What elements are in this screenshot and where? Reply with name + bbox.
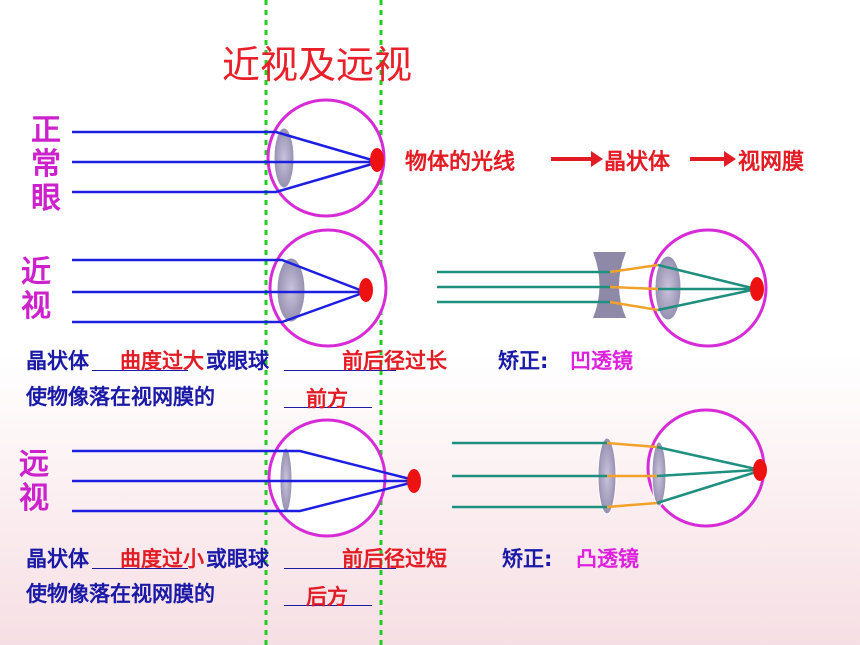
- myopia-correction-label: 矫正:: [498, 349, 549, 373]
- hyperopia-line1-mid: 或眼球: [206, 547, 269, 571]
- myopia-corrected-diagram: [437, 228, 768, 348]
- label-myopia: 近 视: [18, 256, 54, 324]
- label-char: 正: [31, 113, 61, 148]
- myopia-answer-position: 前方: [306, 387, 348, 411]
- answer-blank: [284, 605, 372, 606]
- hyperopia-eye-diagram: [72, 418, 421, 538]
- hyperopia-line2-prefix: 使物像落在视网膜的: [26, 582, 215, 606]
- page-title: 近视及远视: [222, 43, 413, 87]
- label-char: 视: [21, 289, 51, 324]
- label-char: 近: [21, 255, 51, 290]
- diverged-rays: [609, 263, 659, 312]
- incoming-rays-convex: [452, 441, 607, 509]
- label-char: 远: [19, 447, 49, 482]
- hyperopia-answer-axial: 前后径过短: [342, 547, 447, 571]
- hyperopia-correction-value: 凸透镜: [576, 547, 639, 571]
- answer-blank: [284, 568, 396, 569]
- hyperopia-rays: [72, 449, 411, 513]
- myopia-eye-diagram: [72, 228, 388, 348]
- myopia-answer-axial: 前后径过长: [342, 349, 447, 373]
- myopia-line1-mid: 或眼球: [206, 349, 269, 373]
- normal-rays: [72, 130, 373, 194]
- hyperopia-corrected-focus-dot: [753, 459, 767, 481]
- hyperopia-correction-label: 矫正:: [502, 547, 553, 571]
- flow-arrow-icon: [690, 151, 736, 167]
- label-char: 常: [31, 147, 61, 182]
- normal-lens: [273, 127, 295, 189]
- flow-step-lens: 晶状体: [604, 150, 671, 175]
- hyperopia-line1-prefix: 晶状体: [26, 547, 89, 571]
- answer-blank: [92, 568, 188, 569]
- hyperopia-answer-position: 后方: [306, 585, 348, 609]
- label-normal-eye: 正 常 眼: [28, 114, 64, 216]
- normal-focus-dot: [370, 148, 384, 172]
- myopia-correction-value: 凹透镜: [570, 349, 633, 373]
- hyperopia-focus-dot: [407, 469, 421, 493]
- myopia-answer-curvature: 曲度过大: [120, 349, 204, 373]
- flow-step-light: 物体的光线: [405, 150, 516, 175]
- flow-step-retina: 视网膜: [738, 150, 805, 175]
- myopia-line1-prefix: 晶状体: [26, 349, 89, 373]
- hyperopia-answer-curvature: 曲度过小: [120, 547, 204, 571]
- hyperopia-eyeball: [267, 418, 387, 538]
- myopia-line2-prefix: 使物像落在视网膜的: [26, 385, 215, 409]
- flow-arrow-icon: [551, 151, 603, 167]
- label-hyperopia: 远 视: [16, 448, 52, 516]
- answer-blank: [284, 407, 372, 408]
- normal-eye-diagram: [72, 98, 386, 218]
- hyperopia-corrected-diagram: [452, 408, 767, 528]
- answer-blank: [92, 370, 188, 371]
- hyperopia-corrected-rays: [656, 445, 757, 505]
- myopia-lens: [276, 257, 306, 323]
- myopia-focus-dot: [359, 278, 373, 302]
- myopia-corrected-focus-dot: [750, 277, 764, 301]
- myopia-corrected-rays: [657, 263, 753, 312]
- myopia-rays: [72, 258, 361, 324]
- label-char: 视: [19, 481, 49, 516]
- label-char: 眼: [31, 181, 61, 216]
- hyperopia-corrected-lens: [651, 441, 667, 507]
- converged-rays: [606, 441, 658, 509]
- incoming-rays-concave: [437, 270, 610, 304]
- answer-blank: [284, 370, 396, 371]
- concave-lens: [593, 252, 626, 318]
